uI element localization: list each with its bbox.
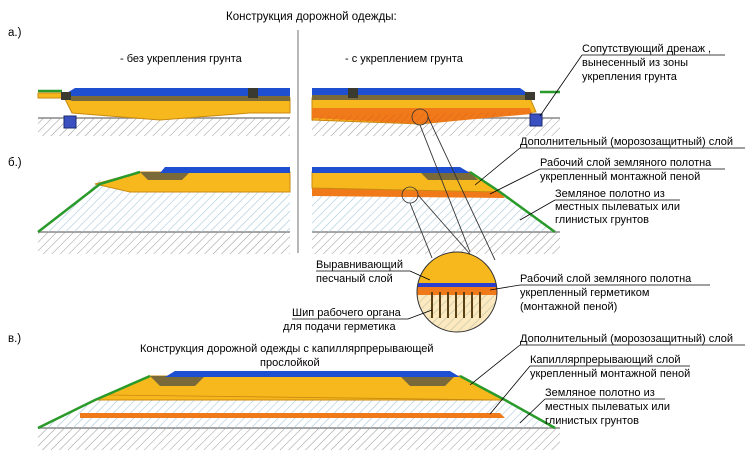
svg-text:укрепленный монтажной пеной: укрепленный монтажной пеной: [540, 171, 700, 183]
row-a-drain-callout: Сопутствующий дренаж , вынесенный из зон…: [539, 43, 725, 117]
row-c-road: [37, 371, 560, 450]
row-c-caption-line1: Конструкция дорожной одежды с капиллярпр…: [140, 343, 434, 355]
detail-callouts: Выравнивающий песчаный слой Рабочий слой…: [283, 259, 710, 333]
svg-text:Сопутствующий дренаж ,: Сопутствующий дренаж ,: [582, 43, 711, 55]
svg-text:Земляное полотно из: Земляное полотно из: [545, 387, 655, 399]
row-label-c: в.): [8, 333, 21, 345]
svg-text:Капиллярпрерывающий слой: Капиллярпрерывающий слой: [530, 354, 681, 366]
svg-text:укрепления грунта: укрепления грунта: [582, 71, 678, 83]
svg-text:Рабочий слой земляного полотна: Рабочий слой земляного полотна: [540, 157, 712, 169]
svg-text:для подачи герметика: для подачи герметика: [283, 321, 396, 333]
row-c-caption-line2: прослойкой: [260, 357, 320, 369]
svg-text:вынесенный из зоны: вынесенный из зоны: [582, 57, 688, 69]
svg-text:Дополнительный (морозозащитный: Дополнительный (морозозащитный) слой: [520, 136, 733, 148]
svg-text:укрепленный герметиком: укрепленный герметиком: [520, 287, 649, 299]
row-c-callouts: Дополнительный (морозозащитный) слой Кап…: [469, 333, 745, 427]
svg-text:Дополнительный (морозозащитный: Дополнительный (морозозащитный) слой: [520, 333, 733, 345]
row-label-b: б.): [8, 157, 22, 169]
svg-text:местных пылеватых или: местных пылеватых или: [555, 201, 680, 213]
row-b-left-road: [37, 167, 291, 254]
row-a-right-caption: - с укреплением грунта: [345, 53, 464, 65]
svg-text:Земляное полотно из: Земляное полотно из: [555, 188, 665, 200]
svg-text:укрепленный монтажной пеной: укрепленный монтажной пеной: [530, 368, 690, 380]
diagram-title: Конструкция дорожной одежды:: [226, 11, 397, 23]
svg-text:местных пылеватых или: местных пылеватых или: [545, 401, 670, 413]
detail-leaders: [409, 116, 496, 261]
row-a-left-road: [37, 88, 291, 136]
svg-text:(монтажной пеной): (монтажной пеной): [520, 301, 617, 313]
svg-text:песчаный слой: песчаный слой: [316, 273, 393, 285]
row-a-right-road: [311, 88, 560, 136]
svg-text:глинистых грунтов: глинистых грунтов: [545, 415, 639, 427]
row-b-callouts: Дополнительный (морозозащитный) слой Раб…: [474, 136, 745, 226]
row-label-a: а.): [8, 27, 22, 39]
svg-text:глинистых грунтов: глинистых грунтов: [555, 214, 649, 226]
row-a-left-caption: - без укрепления грунта: [120, 53, 243, 65]
detail-circle: [417, 252, 497, 332]
svg-text:Шип рабочего органа: Шип рабочего органа: [292, 307, 402, 319]
svg-text:Рабочий слой земляного полотна: Рабочий слой земляного полотна: [520, 273, 692, 285]
svg-text:Выравнивающий: Выравнивающий: [316, 259, 403, 271]
